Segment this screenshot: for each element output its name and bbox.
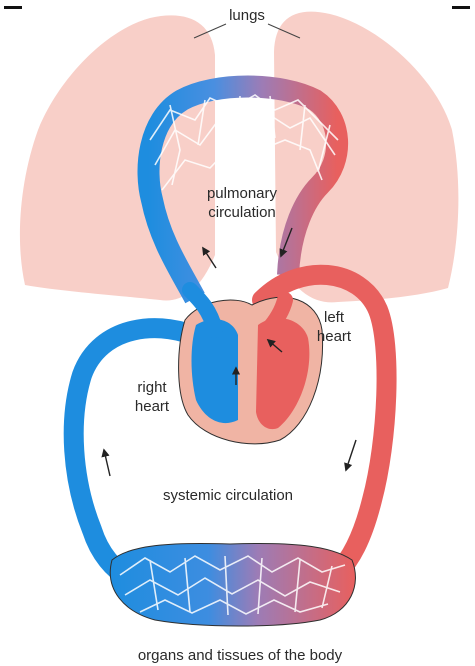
label-pulmonary-line2: circulation: [208, 204, 276, 221]
left-lung: [20, 15, 215, 300]
label-right-heart-line2: heart: [135, 398, 170, 415]
label-left-heart-line2: heart: [317, 328, 352, 345]
label-organs: organs and tissues of the body: [138, 647, 343, 664]
arrow-systemic-up: [104, 450, 110, 476]
label-pulmonary-line1: pulmonary: [207, 185, 278, 202]
arrow-systemic-down: [346, 440, 356, 470]
label-right-heart-line1: right: [137, 379, 167, 396]
label-lungs: lungs: [229, 7, 265, 24]
label-left-heart-line1: left: [324, 309, 345, 326]
right-lung: [274, 12, 458, 303]
label-systemic: systemic circulation: [163, 487, 293, 504]
